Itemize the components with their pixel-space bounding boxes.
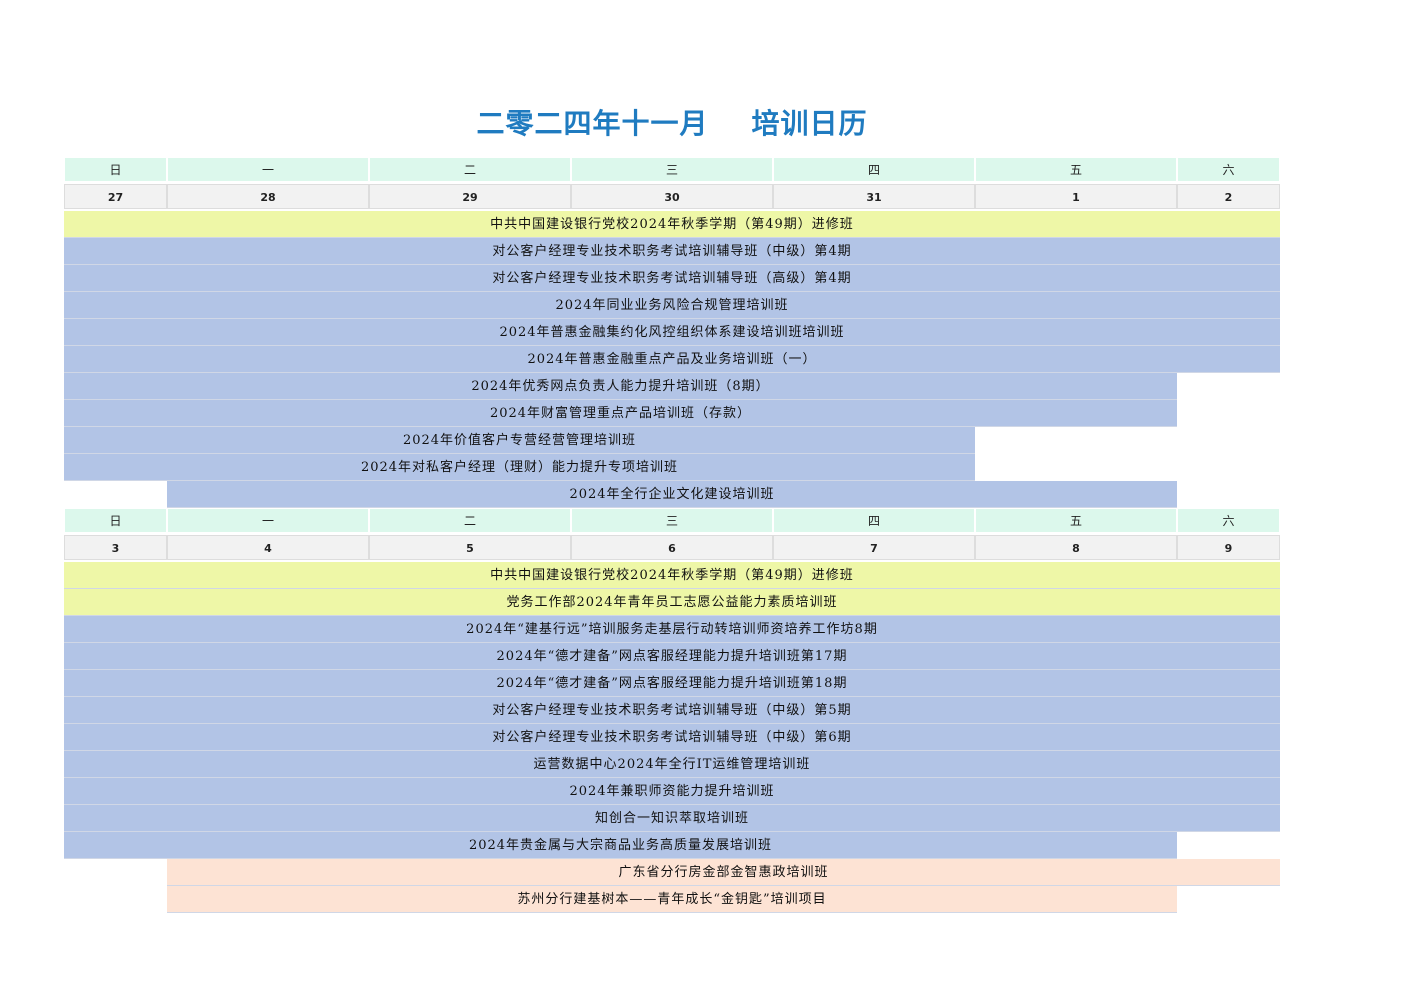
training-event-bar[interactable]: 党务工作部2024年青年员工志愿公益能力素质培训班 xyxy=(64,589,1280,616)
event-row: 2024年财富管理重点产品培训班（存款） xyxy=(64,400,1280,427)
training-event-bar[interactable]: 对公客户经理专业技术职务考试培训辅导班（中级）第4期 xyxy=(64,238,1280,265)
event-row: 2024年“德才建备”网点客服经理能力提升培训班第18期 xyxy=(64,670,1280,697)
date-cell: 31 xyxy=(773,184,975,209)
event-row: 对公客户经理专业技术职务考试培训辅导班（中级）第4期 xyxy=(64,238,1280,265)
event-row: 2024年对私客户经理（理财）能力提升专项培训班 xyxy=(64,454,1280,481)
event-row: 运营数据中心2024年全行IT运维管理培训班 xyxy=(64,751,1280,778)
date-cell: 7 xyxy=(773,535,975,560)
event-row: 对公客户经理专业技术职务考试培训辅导班（中级）第5期 xyxy=(64,697,1280,724)
weekday-header-row: 日一二三四五六 xyxy=(64,508,1280,535)
weekday-header: 日 xyxy=(64,157,167,182)
date-cell: 2 xyxy=(1177,184,1280,209)
event-row: 党务工作部2024年青年员工志愿公益能力素质培训班 xyxy=(64,589,1280,616)
event-row: 中共中国建设银行党校2024年秋季学期（第49期）进修班 xyxy=(64,562,1280,589)
weekday-header: 五 xyxy=(975,157,1177,182)
training-event-bar[interactable]: 2024年贵金属与大宗商品业务高质量发展培训班 xyxy=(64,832,1177,859)
training-event-bar[interactable]: 中共中国建设银行党校2024年秋季学期（第49期）进修班 xyxy=(64,211,1280,238)
training-event-bar[interactable]: 广东省分行房金部金智惠政培训班 xyxy=(167,859,1280,886)
training-event-bar[interactable]: 2024年价值客户专营经营管理培训班 xyxy=(64,427,975,454)
weekday-header: 五 xyxy=(975,508,1177,533)
weekday-header: 一 xyxy=(167,157,369,182)
date-cell: 28 xyxy=(167,184,369,209)
event-row: 2024年普惠金融集约化风控组织体系建设培训班培训班 xyxy=(64,319,1280,346)
event-row: 2024年“德才建备”网点客服经理能力提升培训班第17期 xyxy=(64,643,1280,670)
training-event-bar[interactable]: 运营数据中心2024年全行IT运维管理培训班 xyxy=(64,751,1280,778)
date-cell: 9 xyxy=(1177,535,1280,560)
event-row: 2024年全行企业文化建设培训班 xyxy=(64,481,1280,508)
date-cell: 1 xyxy=(975,184,1177,209)
event-row: 对公客户经理专业技术职务考试培训辅导班（高级）第4期 xyxy=(64,265,1280,292)
event-row: 对公客户经理专业技术职务考试培训辅导班（中级）第6期 xyxy=(64,724,1280,751)
training-event-bar[interactable]: 2024年“德才建备”网点客服经理能力提升培训班第17期 xyxy=(64,643,1280,670)
date-cell: 29 xyxy=(369,184,571,209)
weekday-header: 三 xyxy=(571,157,773,182)
date-cell: 27 xyxy=(64,184,167,209)
event-row: 2024年价值客户专营经营管理培训班 xyxy=(64,427,1280,454)
training-event-bar[interactable]: 对公客户经理专业技术职务考试培训辅导班（高级）第4期 xyxy=(64,265,1280,292)
event-row: 2024年兼职师资能力提升培训班 xyxy=(64,778,1280,805)
weekday-header: 二 xyxy=(369,508,571,533)
training-event-bar[interactable]: 2024年普惠金融集约化风控组织体系建设培训班培训班 xyxy=(64,319,1280,346)
event-row: 中共中国建设银行党校2024年秋季学期（第49期）进修班 xyxy=(64,211,1280,238)
date-cell: 3 xyxy=(64,535,167,560)
weekday-header: 四 xyxy=(773,508,975,533)
date-cell: 6 xyxy=(571,535,773,560)
event-row: 苏州分行建基树本——青年成长“金钥匙”培训项目 xyxy=(64,886,1280,913)
event-row: 2024年“建基行远”培训服务走基层行动转培训师资培养工作坊8期 xyxy=(64,616,1280,643)
training-event-bar[interactable]: 2024年同业业务风险合规管理培训班 xyxy=(64,292,1280,319)
training-event-bar[interactable]: 苏州分行建基树本——青年成长“金钥匙”培训项目 xyxy=(167,886,1177,913)
weekday-header: 四 xyxy=(773,157,975,182)
event-row: 2024年普惠金融重点产品及业务培训班（一） xyxy=(64,346,1280,373)
weekday-header-row: 日一二三四五六 xyxy=(64,157,1280,184)
training-event-bar[interactable]: 对公客户经理专业技术职务考试培训辅导班（中级）第6期 xyxy=(64,724,1280,751)
weekday-header: 六 xyxy=(1177,508,1280,533)
event-row: 广东省分行房金部金智惠政培训班 xyxy=(64,859,1280,886)
weekday-header: 六 xyxy=(1177,157,1280,182)
training-event-bar[interactable]: 对公客户经理专业技术职务考试培训辅导班（中级）第5期 xyxy=(64,697,1280,724)
event-row: 2024年同业业务风险合规管理培训班 xyxy=(64,292,1280,319)
date-cell: 30 xyxy=(571,184,773,209)
weekday-header: 二 xyxy=(369,157,571,182)
date-cell: 5 xyxy=(369,535,571,560)
event-row: 2024年优秀网点负责人能力提升培训班（8期） xyxy=(64,373,1280,400)
date-cell: 8 xyxy=(975,535,1177,560)
training-event-bar[interactable]: 2024年“建基行远”培训服务走基层行动转培训师资培养工作坊8期 xyxy=(64,616,1280,643)
training-event-bar[interactable]: 2024年“德才建备”网点客服经理能力提升培训班第18期 xyxy=(64,670,1280,697)
training-event-bar[interactable]: 知创合一知识萃取培训班 xyxy=(64,805,1280,832)
training-event-bar[interactable]: 中共中国建设银行党校2024年秋季学期（第49期）进修班 xyxy=(64,562,1280,589)
training-event-bar[interactable]: 2024年对私客户经理（理财）能力提升专项培训班 xyxy=(64,454,975,481)
event-row: 2024年贵金属与大宗商品业务高质量发展培训班 xyxy=(64,832,1280,859)
training-event-bar[interactable]: 2024年全行企业文化建设培训班 xyxy=(167,481,1177,508)
training-event-bar[interactable]: 2024年优秀网点负责人能力提升培训班（8期） xyxy=(64,373,1177,400)
date-cell: 4 xyxy=(167,535,369,560)
training-event-bar[interactable]: 2024年财富管理重点产品培训班（存款） xyxy=(64,400,1177,427)
training-event-bar[interactable]: 2024年兼职师资能力提升培训班 xyxy=(64,778,1280,805)
training-event-bar[interactable]: 2024年普惠金融重点产品及业务培训班（一） xyxy=(64,346,1280,373)
weekday-header: 三 xyxy=(571,508,773,533)
weekday-header: 日 xyxy=(64,508,167,533)
weekday-header: 一 xyxy=(167,508,369,533)
event-row: 知创合一知识萃取培训班 xyxy=(64,805,1280,832)
page-title: 二零二四年十一月 培训日历 xyxy=(476,107,868,140)
